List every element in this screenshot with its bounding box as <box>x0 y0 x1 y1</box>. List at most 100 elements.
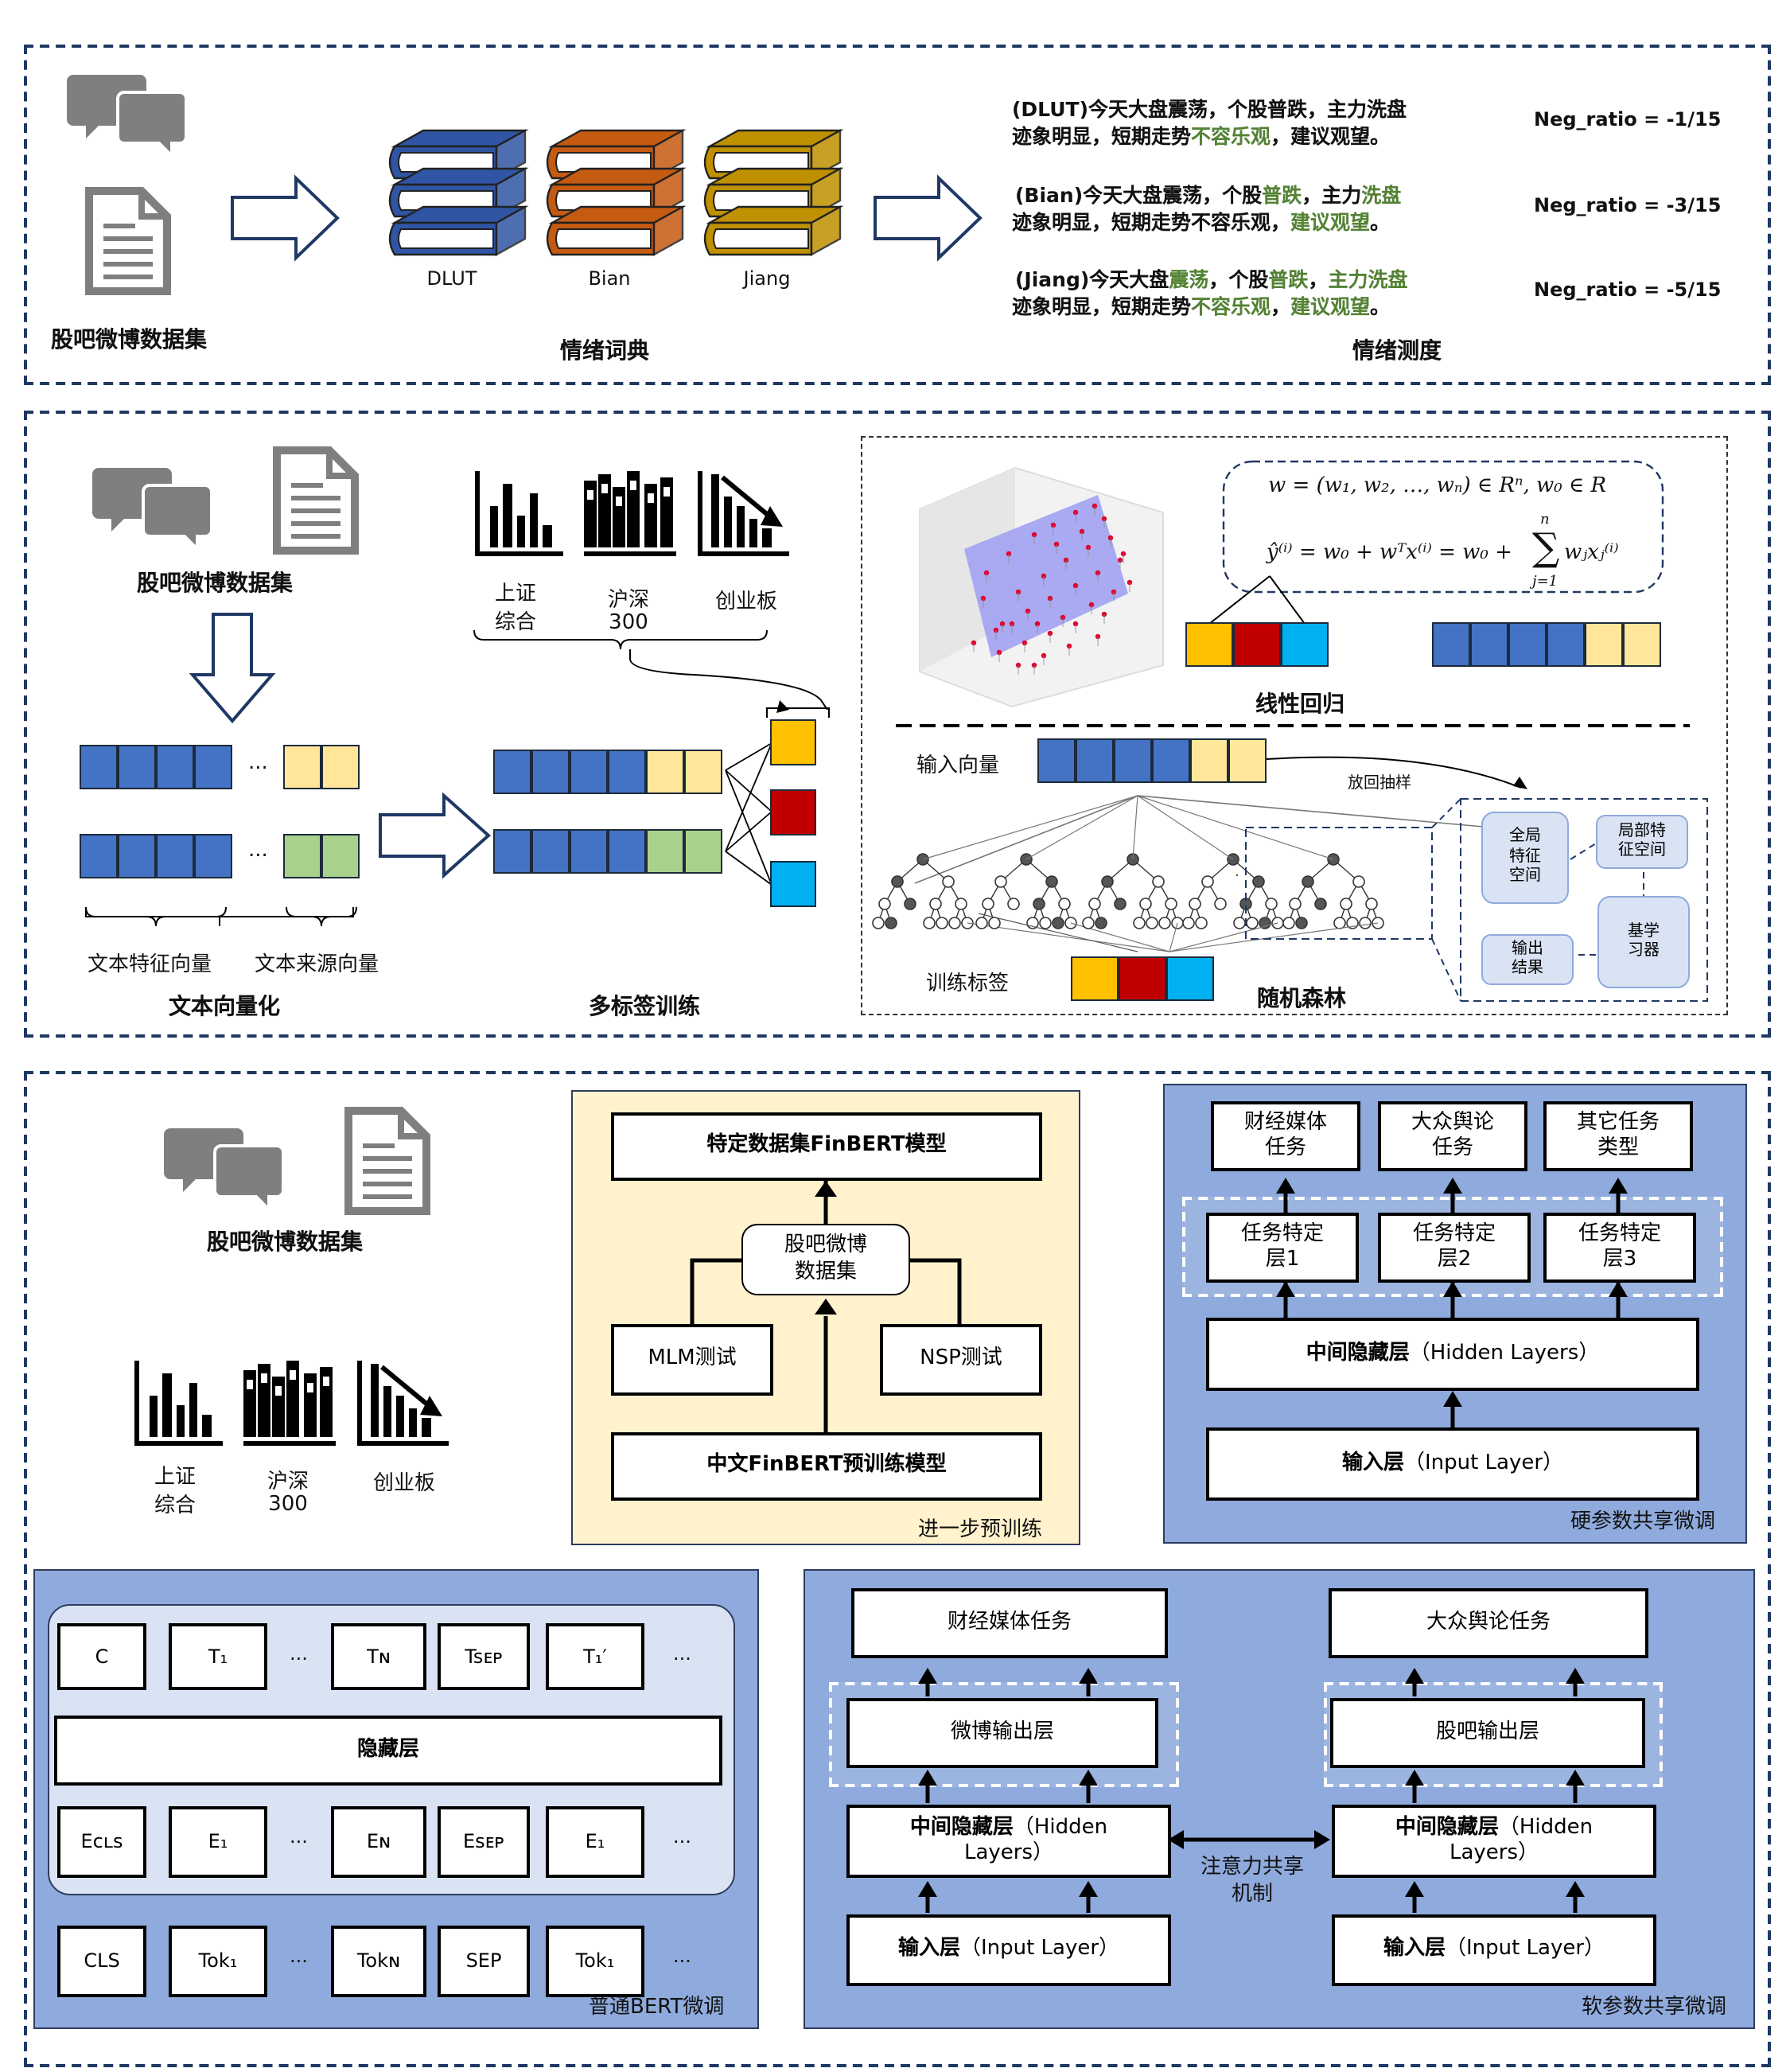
soft-input-left-rest: （Input Layer） <box>959 1937 1120 1961</box>
vector-cell <box>1432 622 1470 667</box>
vector-cell <box>684 750 722 794</box>
lexicon-name-jiang: Jiang <box>743 267 791 290</box>
hard-task-other: 其它任务 类型 <box>1543 1101 1693 1171</box>
bracket-labels <box>766 707 830 718</box>
vector-cell <box>646 829 684 874</box>
feature-vector-label: 文本特征向量 <box>88 953 212 977</box>
hard-task-layer-2: 任务特定 层2 <box>1378 1213 1531 1283</box>
vector-cell <box>1547 622 1585 667</box>
index-label-line-2: 300 <box>609 611 648 635</box>
hard-hidden-layers: 中间隐藏层（Hidden Layers） <box>1206 1318 1699 1391</box>
bert-output-token: T₁′ <box>546 1623 644 1690</box>
vector-cell <box>493 750 531 794</box>
vector-cell <box>80 834 118 878</box>
vector-cell <box>770 719 816 765</box>
bert-input-token: Tok₁ <box>169 1926 267 1997</box>
nsp-test: NSP测试 <box>880 1324 1042 1396</box>
lexicon-caption: 情绪词典 <box>560 339 649 364</box>
vector-cell <box>283 834 321 878</box>
index-label-line-1: 创业板 <box>372 1472 435 1496</box>
formula-box <box>1222 460 1664 594</box>
guba-output-layer: 股吧输出层 <box>1330 1698 1645 1768</box>
ellipsis: ... <box>673 1825 691 1848</box>
decline-chart-icon <box>357 1361 449 1446</box>
example-line-2: 迹象明显，短期走势不容乐观，建议观望。 <box>1012 210 1391 234</box>
formula-line-2: ŷ⁽ⁱ⁾ = w₀ + wᵀx⁽ⁱ⁾ = w₀ + <box>1267 541 1512 565</box>
input-vector-label: 输入向量 <box>916 754 1000 778</box>
finbert-pretrained-model: 中文FinBERT预训练模型 <box>611 1432 1042 1501</box>
vector-cell <box>283 745 321 789</box>
ellipsis: ... <box>248 751 268 775</box>
vector-cell <box>80 745 118 789</box>
server-rack-icon <box>243 1361 336 1446</box>
rf-global-space: 全局 特征 空间 <box>1481 812 1569 904</box>
bert-input-token: Tokɴ <box>331 1926 426 1997</box>
formula-sum-bottom: j=1 <box>1532 574 1558 590</box>
ellipsis: ... <box>248 839 268 863</box>
section-3-frame <box>24 1071 1771 2067</box>
hard-task-layer-3: 任务特定 层3 <box>1543 1213 1696 1283</box>
rf-output: 输出 结果 <box>1481 934 1574 985</box>
vector-cell <box>684 829 722 874</box>
chat-icon <box>92 468 213 553</box>
arrow-down-icon <box>189 613 276 724</box>
vector-cell <box>608 750 646 794</box>
ellipsis: ... <box>673 1945 691 1967</box>
vector-cell <box>321 834 360 878</box>
vector-cell <box>770 861 816 907</box>
bert-output-token: Tɴ <box>331 1623 426 1690</box>
vector-cell <box>321 745 360 789</box>
ellipsis: ... <box>673 1642 691 1665</box>
example-line-1: (Jiang)今天大盘震荡，个股普跌，主力洗盘 <box>1015 267 1408 291</box>
train-label-label: 训练标签 <box>926 972 1010 996</box>
dataset-label: 股吧微博数据集 <box>207 1230 363 1256</box>
bert-hidden-layer: 隐藏层 <box>54 1716 722 1786</box>
index-label-line-1: 上证 <box>494 582 536 606</box>
hard-input-layer: 输入层（Input Layer） <box>1206 1427 1699 1501</box>
vector-cell <box>156 745 194 789</box>
soft-caption: 软参数共享微调 <box>1582 1996 1727 2019</box>
bert-caption: 普通BERT微调 <box>589 1996 725 2019</box>
book-stack-icon <box>388 128 529 257</box>
example-line-2: 迹象明显，短期走势不容乐观，建议观望。 <box>1012 294 1391 318</box>
server-rack-icon <box>584 471 676 556</box>
pretrain-caption: 进一步预训练 <box>918 1518 1043 1542</box>
lexicon-name-dlut: DLUT <box>426 267 477 290</box>
index-label-line-1: 沪深 <box>607 589 649 613</box>
vector-cell <box>1071 956 1119 1001</box>
bert-input-token: CLS <box>57 1926 146 1997</box>
bar-chart-icon <box>134 1361 223 1446</box>
vector-cell <box>1623 622 1661 667</box>
rf-local-space: 局部特 征空间 <box>1596 815 1688 869</box>
bar-chart-icon <box>475 471 563 556</box>
bootstrap-arrow <box>1266 756 1522 789</box>
brace-indices <box>473 629 768 650</box>
pretrain-dataset: 股吧微博 数据集 <box>741 1224 910 1295</box>
weibo-output-layer: 微博输出层 <box>846 1698 1158 1768</box>
vector-cell <box>1152 738 1190 783</box>
vector-cell <box>1470 622 1508 667</box>
vector-cell <box>1185 622 1233 667</box>
decision-tree <box>975 795 1170 952</box>
lexicon-name-bian: Bian <box>588 267 631 290</box>
vector-cell <box>1190 738 1228 783</box>
tree-ellipsis: · <box>1235 867 1239 884</box>
neg-ratio: Neg_ratio = -1/15 <box>1534 108 1722 130</box>
vector-cell <box>194 834 232 878</box>
document-icon <box>85 187 171 295</box>
bert-embedding-token: Esᴇᴘ <box>438 1806 530 1878</box>
soft-hidden-right-bold: 中间隐藏层 <box>1395 1815 1499 1840</box>
rf-base-learner: 基学 习器 <box>1597 896 1690 988</box>
formula-sum-top: n <box>1540 512 1550 528</box>
bert-output-token: Tsᴇᴘ <box>438 1623 530 1690</box>
section-2-frame <box>24 411 1771 1038</box>
example-line-1: (DLUT)今天大盘震荡，个股普跌，主力洗盘 <box>1012 97 1407 121</box>
bert-embedding-token: Eᴄʟs <box>57 1806 146 1878</box>
bootstrap-label: 放回抽样 <box>1348 775 1411 793</box>
document-icon <box>273 446 359 555</box>
brace-source <box>286 906 357 927</box>
decline-chart-icon <box>698 471 789 556</box>
